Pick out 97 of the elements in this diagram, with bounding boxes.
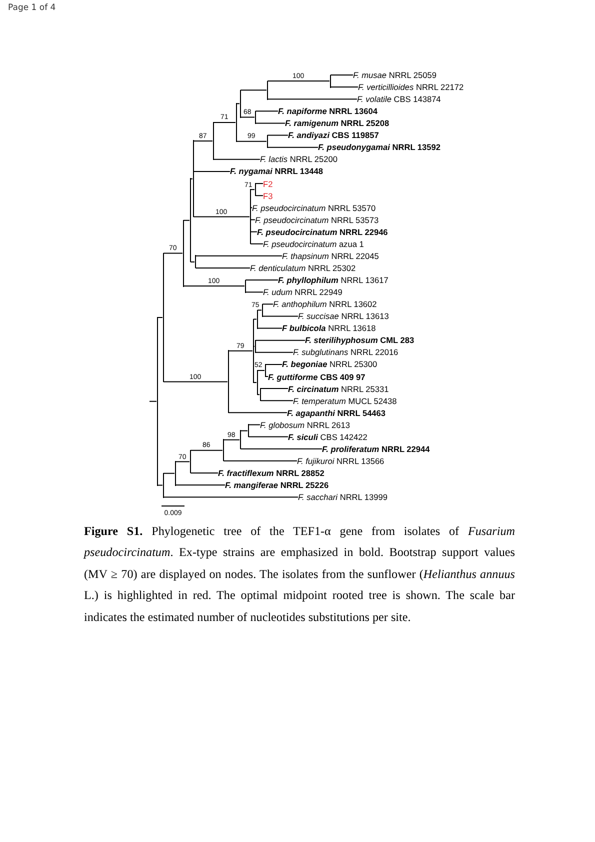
branch-line — [240, 430, 248, 432]
branch-line — [255, 183, 264, 184]
branch-line — [257, 310, 262, 311]
taxon-label: F. subglutinans NRRL 22016 — [293, 347, 398, 358]
taxon-label: F. napiforme NRRL 13604 — [278, 106, 378, 116]
branch-line — [193, 170, 230, 172]
branch-line — [195, 267, 250, 268]
branch-line — [223, 439, 240, 440]
branch-line — [149, 400, 157, 402]
branch-line — [253, 318, 257, 320]
branch-line — [157, 317, 163, 318]
taxon-label: F. agapanthi NRRL 54463 — [287, 408, 386, 418]
taxon-label: F. lactis NRRL 25200 — [260, 154, 338, 164]
taxon-label: F. sacchari NRRL 13999 — [298, 492, 388, 502]
branch-line — [240, 448, 322, 450]
branch-line — [248, 424, 260, 426]
taxon-label: F. pseudocircinatum NRRL 53573 — [255, 214, 379, 225]
taxon-label: F. phyllophilum NRRL 13617 — [278, 275, 388, 286]
taxon-label: F. anthophilum NRRL 13602 — [273, 299, 377, 310]
branch-line — [255, 340, 306, 341]
branch-line — [228, 350, 253, 352]
taxon-label: F bulbicola NRRL 13618 — [282, 323, 376, 334]
branch-line — [183, 286, 245, 287]
taxon-label: F2 — [263, 178, 273, 189]
branch-line — [163, 496, 298, 498]
branch-line — [267, 146, 318, 148]
branch-line — [195, 255, 282, 256]
branch-line — [245, 280, 278, 281]
branch-line — [257, 328, 282, 329]
taxon-label: F. udum NRRL 22949 — [263, 287, 342, 298]
branch-line — [330, 74, 354, 76]
taxon-label: F3 — [263, 190, 273, 201]
branch-line — [250, 243, 264, 244]
branch-line — [257, 370, 265, 371]
branch-line — [260, 400, 294, 402]
taxon-label: F. succisae NRRL 13613 — [298, 311, 389, 322]
branch-line — [163, 472, 175, 474]
branch-line — [190, 450, 223, 451]
branch-line — [245, 292, 264, 293]
taxon-label: F. pseudocircinatum NRRL 53570 — [252, 202, 376, 213]
branch-line — [175, 461, 190, 462]
branch-line — [255, 352, 294, 353]
taxon-label: F. proliferatum NRRL 22944 — [322, 444, 430, 454]
branch-line — [250, 231, 258, 232]
taxon-label: F. musae NRRL 25059 — [353, 70, 436, 80]
taxon-label: F. pseudonygamai NRRL 13592 — [318, 142, 440, 152]
taxon-label: F. ramigenum NRRL 25208 — [285, 118, 390, 128]
branch-line — [267, 80, 330, 82]
taxon-label: F. fractiflexum NRRL 28852 — [218, 468, 324, 478]
taxon-label: F. denticulatum NRRL 25302 — [250, 262, 356, 273]
branch-line — [190, 178, 193, 180]
branch-line — [190, 261, 195, 262]
branch-line — [255, 122, 286, 124]
branch-line — [330, 86, 358, 88]
taxon-label: F. fujikuroi NRRL 13566 — [297, 456, 384, 466]
taxon-label: F. circinatum NRRL 25331 — [288, 384, 389, 394]
branch-line — [262, 316, 298, 317]
branch-line — [267, 134, 288, 136]
taxon-label: F. verticillioides NRRL 22172 — [358, 82, 464, 92]
branch-line — [193, 216, 250, 218]
taxon-label: F. thapsinum NRRL 22045 — [282, 250, 379, 261]
branch-line — [262, 304, 274, 305]
taxon-label: F. sterilihyphosum CML 283 — [305, 335, 414, 346]
taxon-label: F. nygamai NRRL 13448 — [230, 166, 323, 176]
branch-line — [213, 158, 260, 160]
branch-line — [248, 436, 288, 438]
branch-line — [223, 460, 298, 462]
branch-line — [240, 90, 267, 91]
taxon-label: F. guttiforme CBS 409 97 — [268, 372, 366, 382]
branch-line — [260, 388, 288, 390]
branch-line — [163, 252, 183, 254]
taxon-label: F. siculi CBS 142422 — [288, 432, 368, 442]
branch-line — [255, 195, 264, 196]
branch-line — [257, 394, 260, 396]
branch-line — [265, 364, 282, 365]
figure-caption: Figure S1. Phylogenetic tree of the TEF1-α gene from isolates of Fusarium pseudocircinatum. Ex-type strains are emphasized in bold. Bootstrap support values (MV ≥ 70) are displayed on nodes. The isolates from the sunflower (Helianthus annuus L.) is highlighted in red. The optimal midpoint rooted tree is shown. The scale bar indicates the estimated number of nucleotides substitutions per site. — [84, 523, 515, 626]
branch-line — [163, 381, 228, 382]
branch-line — [190, 472, 218, 474]
branch-line — [267, 98, 358, 100]
branch-line — [175, 484, 226, 486]
page-header: Page 1 of 4 — [8, 3, 56, 14]
taxon-label: F. begoniae NRRL 25300 — [282, 359, 378, 370]
branch-line — [240, 116, 255, 118]
branch-line — [236, 140, 267, 142]
branch-line — [193, 140, 213, 142]
taxon-label: F. pseudocircinatum NRRL 22946 — [257, 226, 388, 237]
taxon-label: F. globosum NRRL 2613 — [260, 420, 350, 430]
branch-line — [228, 412, 288, 414]
branch-line — [255, 110, 278, 112]
taxon-label: F. pseudocircinatum azua 1 — [263, 238, 364, 249]
branch-line — [157, 484, 163, 486]
taxon-label: F. andiyazi CBS 119857 — [288, 130, 379, 140]
branch-line — [213, 122, 236, 123]
taxon-label: F. volatile CBS 143874 — [357, 94, 441, 104]
taxon-label: F. temperatum MUCL 52438 — [293, 396, 397, 406]
taxon-label: F. mangiferae NRRL 25226 — [225, 480, 329, 490]
branch-line — [183, 220, 190, 221]
